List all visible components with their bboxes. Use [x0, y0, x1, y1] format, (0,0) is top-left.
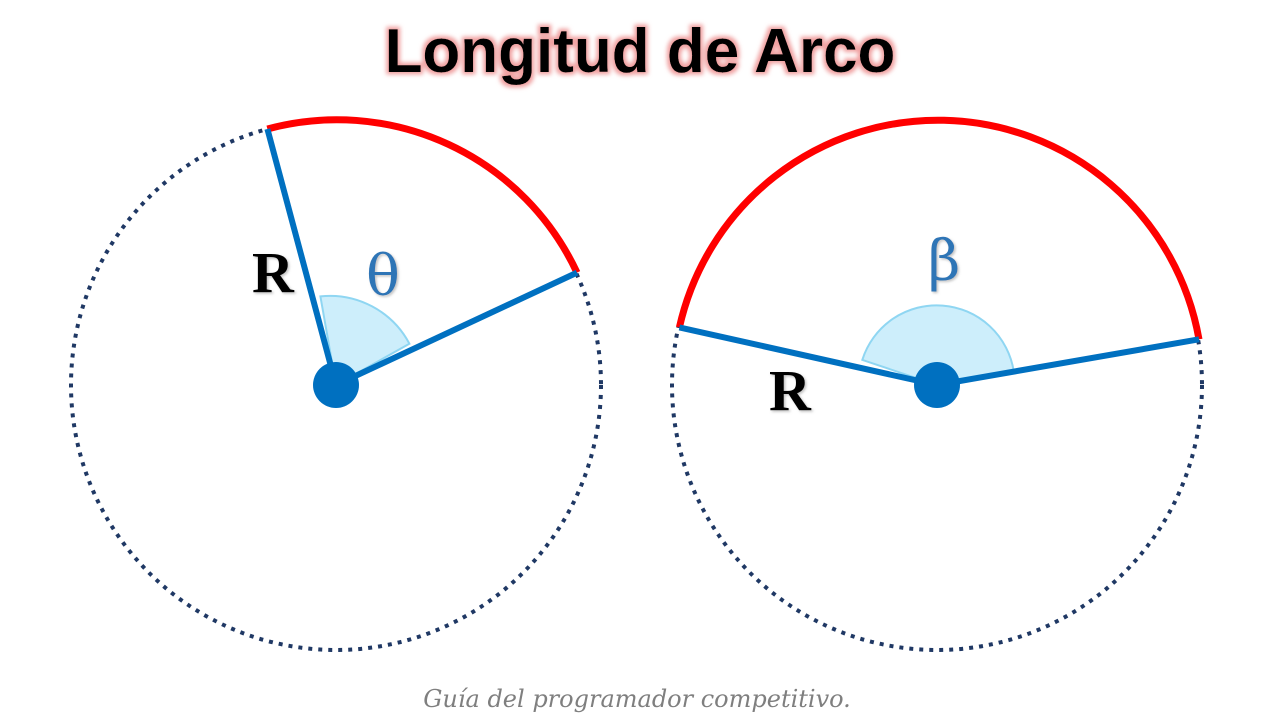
dotted-circle	[670, 118, 1204, 652]
radius-label: R	[252, 240, 295, 305]
arc-highlight	[266, 116, 581, 275]
radius-line	[264, 128, 339, 386]
dotted-circle	[69, 118, 603, 652]
arc-highlight	[675, 116, 1203, 340]
center-dot	[313, 362, 359, 408]
circle-diagram-beta: R β	[670, 116, 1204, 652]
footer-credit: Guía del programador competitivo.	[423, 685, 851, 713]
radius-label: R	[769, 358, 812, 423]
angle-label-beta: β	[928, 229, 960, 294]
page-title: Longitud de Arco	[385, 17, 896, 86]
angle-label-theta: θ	[366, 244, 400, 309]
radius-line	[936, 336, 1200, 388]
circle-diagram-theta: R θ	[69, 116, 603, 652]
radius-line	[334, 269, 579, 388]
radius-line	[678, 324, 938, 388]
center-dot	[914, 362, 960, 408]
central-angle-sector	[319, 294, 411, 387]
central-angle-sector	[861, 304, 1015, 387]
